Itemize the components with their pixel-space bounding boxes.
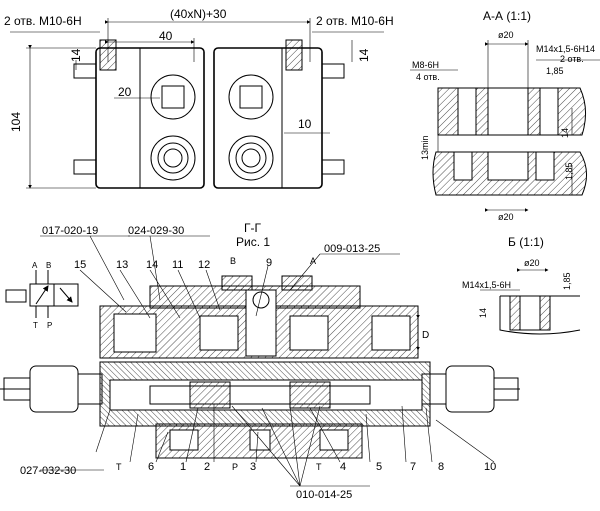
aa-diameter-bottom: ø20 <box>498 212 514 222</box>
section-b: Б (1:1) ø20 M14x1,5-6H 1,85 14 <box>462 235 581 335</box>
position-10: 10 <box>484 461 496 473</box>
dimension-14-right: 14 <box>357 48 371 62</box>
position-8: 8 <box>438 461 444 473</box>
left-upper-port <box>150 74 196 120</box>
aa-diameter-top: ø20 <box>498 30 514 40</box>
position-1: 1 <box>180 461 186 473</box>
position-2: 2 <box>204 461 210 473</box>
section-b-title: Б (1:1) <box>508 235 544 249</box>
position-12: 12 <box>198 259 210 271</box>
b-thread-note: M14x1,5-6H <box>462 280 511 290</box>
port-label-b: В <box>230 256 236 266</box>
position-15: 15 <box>74 259 86 271</box>
schematic-port-t: Т <box>33 321 38 330</box>
schematic-port-p: Р <box>47 321 52 330</box>
aa-dim-14: 14 <box>560 128 570 138</box>
figure-caption: Рис. 1 <box>236 235 270 249</box>
position-13: 13 <box>116 259 128 271</box>
position-11: 11 <box>172 259 183 271</box>
right-upper-port <box>228 74 274 120</box>
left-hole-note: 2 отв. M10-6H <box>4 14 82 28</box>
b-diameter: ø20 <box>524 258 540 268</box>
pitch-dimension: (40xN)+30 <box>170 7 227 21</box>
right-end-cap <box>445 365 495 413</box>
callout-024-029-30: 024-029-30 <box>128 225 184 237</box>
port-label-p: Р <box>232 462 238 472</box>
callout-027-032-30: 027-032-30 <box>20 465 76 477</box>
callout-010-014-25: 010-014-25 <box>296 489 352 501</box>
b-dim-185: 1,85 <box>562 272 572 290</box>
port-label-t-right: Т <box>316 462 322 472</box>
dimension-14-left: 14 <box>69 48 83 62</box>
left-end-cap <box>29 365 79 413</box>
dimension-d: D <box>422 330 429 341</box>
position-3: 3 <box>250 461 256 473</box>
position-5: 5 <box>376 461 382 473</box>
aa-dim-13min: 13min <box>420 135 430 160</box>
hydraulic-symbol: А В Т Р <box>5 261 79 330</box>
callout-017-020-19: 017-020-19 <box>42 225 98 237</box>
callout-009-013-25: 009-013-25 <box>324 243 380 255</box>
b-dim-14: 14 <box>478 308 488 318</box>
left-lower-fitting <box>150 135 196 181</box>
dimension-10: 10 <box>298 117 312 131</box>
position-9: 9 <box>266 257 272 269</box>
schematic-port-a: А <box>32 261 38 270</box>
port-label-a: А <box>310 256 316 266</box>
dimension-40: 40 <box>159 29 173 43</box>
aa-thread-note: M14x1,5-6H14 <box>536 44 595 54</box>
top-view: 2 отв. M10-6H 2 отв. M10-6H (40xN)+30 40… <box>4 7 394 189</box>
section-gg-title: Г-Г <box>244 221 261 235</box>
position-14: 14 <box>146 259 158 271</box>
position-6: 6 <box>148 461 154 473</box>
right-valve-body <box>213 47 323 189</box>
right-lower-fitting <box>228 135 274 181</box>
section-aa-title: А-А (1:1) <box>483 9 531 23</box>
schematic-port-b: В <box>46 261 51 270</box>
left-valve-body <box>95 47 205 189</box>
aa-side-thread-note: M8-6H <box>412 60 439 70</box>
section-aa: А-А (1:1) ø20 M14x1,5-6H14 2 отв. M8-6H … <box>410 9 600 222</box>
aa-side-hole-count: 4 отв. <box>416 72 440 82</box>
dimension-20: 20 <box>118 85 132 99</box>
aa-dim-185-top: 1,85 <box>546 66 564 76</box>
section-gg: Г-Г Рис. 1 D <box>0 221 520 501</box>
port-label-t-left: Т <box>116 462 122 472</box>
aa-dim-185-bottom: 1,85 <box>564 162 574 180</box>
aa-thread-count: 2 отв. <box>560 54 584 64</box>
dimension-104: 104 <box>9 112 23 132</box>
position-7: 7 <box>410 461 416 473</box>
position-4: 4 <box>340 461 346 473</box>
right-hole-note: 2 отв. M10-6H <box>316 14 394 28</box>
